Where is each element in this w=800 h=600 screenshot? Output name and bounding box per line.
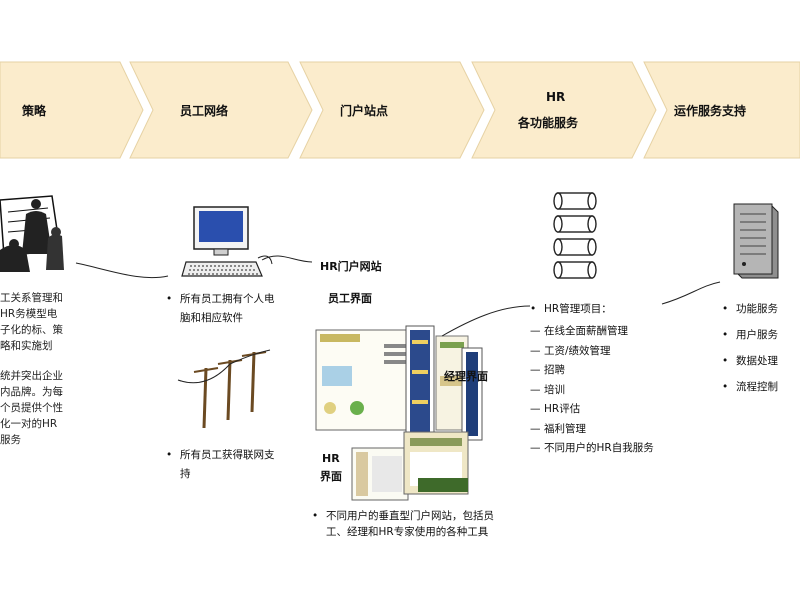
network-item: 所有员工获得联网支持 bbox=[166, 446, 278, 484]
services-item: 不同用户的HR自我服务 bbox=[530, 439, 660, 459]
database-disk-1 bbox=[553, 192, 597, 210]
support-item-list: 功能服务 用户服务 数据处理 流程控制 bbox=[722, 296, 800, 400]
support-item: 流程控制 bbox=[722, 374, 800, 400]
stage-label-strategy: 策略 bbox=[22, 104, 47, 118]
chevron-strategy bbox=[0, 61, 144, 159]
support-item: 数据处理 bbox=[722, 348, 800, 374]
services-item-list: 在线全面薪酬管理 工资/绩效管理 招聘 培训 HR评估 福利管理 不同用户的HR… bbox=[530, 322, 660, 459]
services-header: HR管理项目： bbox=[530, 300, 612, 319]
stage-label-employee-network: 员工网络 bbox=[180, 104, 229, 118]
stage-chevrons bbox=[0, 61, 800, 159]
database-disk-4 bbox=[553, 261, 597, 279]
stage-label-portal-site: 门户站点 bbox=[340, 104, 389, 118]
network-item-list: 所有员工拥有个人电脑和相应软件 bbox=[166, 290, 278, 328]
connector-lines bbox=[75, 255, 721, 337]
employee-screen-label: 员工界面 bbox=[328, 292, 372, 305]
utility-poles-icon bbox=[177, 349, 271, 429]
connector-computer-to-portal bbox=[261, 255, 313, 263]
database-disk-2 bbox=[553, 215, 597, 233]
presentation-icon bbox=[0, 195, 64, 272]
portal-description-list: 不同用户的垂直型门户网站，包括员工、经理和HR专家使用的各种工具 bbox=[312, 508, 512, 540]
stage-label-operations-support: 运作服务支持 bbox=[674, 104, 747, 118]
manager-screen-label: 经理界面 bbox=[444, 370, 488, 383]
hr-portal-label: HR门户网站 bbox=[320, 260, 382, 273]
network-item: 所有员工拥有个人电脑和相应软件 bbox=[166, 290, 278, 328]
services-header-list: HR管理项目： bbox=[530, 300, 612, 319]
support-item: 功能服务 bbox=[722, 296, 800, 322]
chevron-operations-support bbox=[643, 61, 800, 159]
support-item: 用户服务 bbox=[722, 322, 800, 348]
portal-description: 不同用户的垂直型门户网站，包括员工、经理和HR专家使用的各种工具 bbox=[312, 508, 512, 540]
services-item: 培训 bbox=[530, 381, 660, 401]
hr-screen-label-line1: HR bbox=[322, 452, 340, 465]
chevron-hr-services bbox=[471, 61, 657, 159]
services-item: 招聘 bbox=[530, 361, 660, 381]
stage-label-hr-services-line2: 各功能服务 bbox=[518, 116, 579, 130]
hr-screen-label-line2: 界面 bbox=[320, 470, 342, 483]
stage-label-hr-services-line1: HR bbox=[546, 90, 566, 104]
chevron-portal-site bbox=[299, 61, 485, 159]
database-disk-3 bbox=[553, 238, 597, 256]
computer-icon bbox=[181, 206, 273, 277]
server-icon bbox=[733, 203, 779, 279]
database-icon bbox=[553, 192, 597, 279]
services-item: 工资/绩效管理 bbox=[530, 342, 660, 362]
connector-portal-to-services bbox=[441, 305, 531, 337]
strategy-item: 工关系管理和HR务模型电子化的标、策略和实施划 bbox=[0, 292, 63, 352]
connector-strategy-to-network bbox=[75, 262, 169, 279]
services-item: HR评估 bbox=[530, 400, 660, 420]
services-item: 在线全面薪酬管理 bbox=[530, 322, 660, 342]
connector-services-to-support bbox=[661, 281, 721, 305]
network-item-list-2: 所有员工获得联网支持 bbox=[166, 446, 278, 484]
portal-screens-image bbox=[315, 325, 483, 501]
strategy-item: 统并突出企业内品牌。为每个员提供个性化一对的HR服务 bbox=[0, 370, 63, 446]
strategy-text: 工关系管理和HR务模型电子化的标、策略和实施划 统并突出企业内品牌。为每个员提供… bbox=[0, 290, 66, 448]
services-item: 福利管理 bbox=[530, 420, 660, 440]
chevron-employee-network bbox=[129, 61, 313, 159]
